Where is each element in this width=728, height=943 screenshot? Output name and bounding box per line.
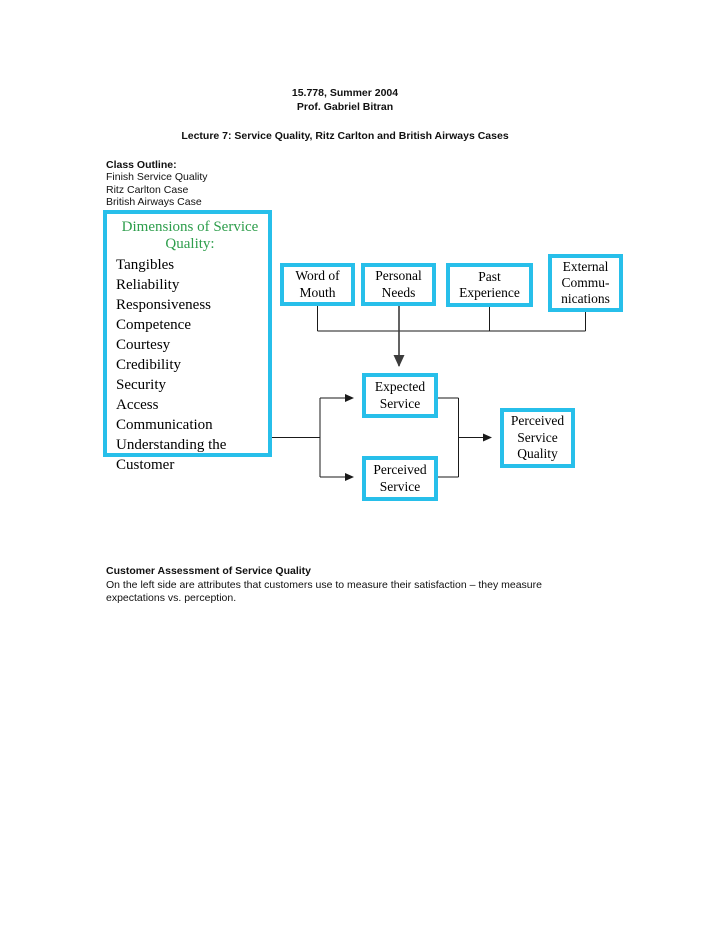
perceived-service-quality-box: Perceived Service Quality — [500, 408, 575, 468]
outline-item: British Airways Case — [106, 195, 202, 208]
dimension-item: Communication — [116, 417, 213, 433]
dimension-item: Competence — [116, 317, 191, 333]
dimension-item: Access — [116, 397, 159, 413]
footer-note: Customer Assessment of Service Quality O… — [106, 565, 580, 606]
past-experience-box: Past Experience — [446, 263, 533, 307]
dimensions-of-service-quality-box: Dimensions of Service Quality: Tangibles… — [103, 210, 272, 473]
dimension-item: Understanding the Customer — [116, 437, 227, 473]
external-communications-box: External Commu-nications — [548, 254, 623, 312]
outline-item: Finish Service Quality — [106, 171, 208, 184]
personal-needs-box: Personal Needs — [361, 263, 436, 306]
dimension-item: Courtesy — [116, 337, 171, 353]
outline-item: Ritz Carlton Case — [106, 183, 189, 196]
professor-line: Prof. Gabriel Bitran — [296, 100, 394, 113]
dimension-item: Responsiveness — [116, 297, 211, 313]
course-line: 15.778, Summer 2004 — [291, 87, 399, 99]
dimensions-title: Dimensions of Service Quality: — [121, 219, 259, 252]
footer-body: On the left side are attributes that cus… — [106, 578, 542, 605]
dimension-item: Credibility — [116, 357, 181, 373]
footer-heading: Customer Assessment of Service Quality — [106, 565, 312, 577]
page-header: 15.778, Summer 2004 Prof. Gabriel Bitran — [106, 87, 584, 114]
class-outline: Class Outline: Finish Service Quality Ri… — [106, 159, 208, 208]
dimension-item: Tangibles — [116, 257, 175, 273]
outline-heading: Class Outline: — [106, 159, 177, 171]
dimension-item: Reliability — [116, 277, 180, 293]
word-of-mouth-box: Word of Mouth — [280, 263, 355, 306]
perceived-service-box: Perceived Service — [362, 456, 438, 501]
lecture-title: Lecture 7: Service Quality, Ritz Carlton… — [181, 130, 509, 142]
expected-service-box: Expected Service — [362, 373, 438, 418]
dimension-item: Security — [116, 377, 166, 393]
